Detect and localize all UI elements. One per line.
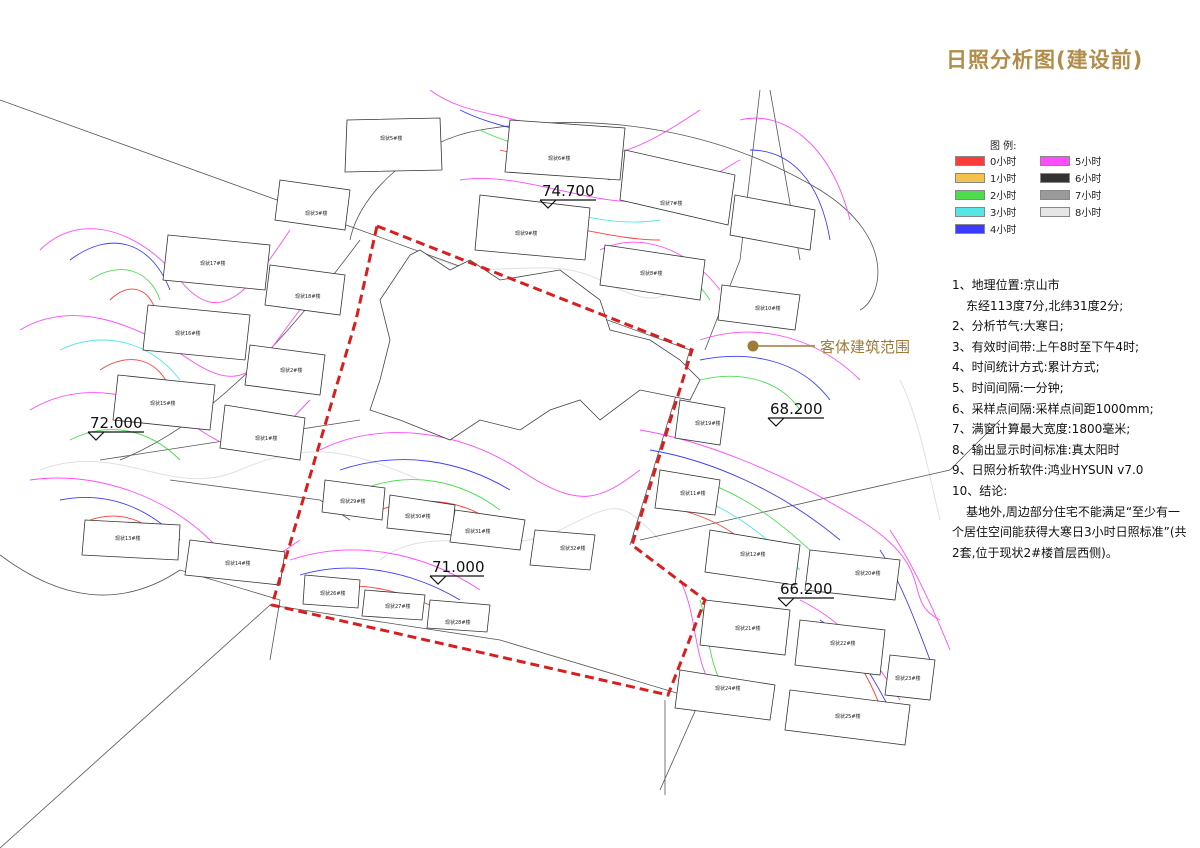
building-labels: 现状5#楼 现状6#楼 现状7#楼 现状8#楼 现状9#楼 现状10#楼 现状3… (115, 135, 921, 720)
legend-item-0h: 0小时 (955, 153, 1016, 168)
bldg-label-29: 现状29#楼 (340, 498, 366, 505)
legend-item-3h: 3小时 (955, 204, 1016, 219)
site-area (369, 249, 701, 441)
bldg-label-2: 现状2#楼 (280, 367, 302, 374)
elevation-label: 66.200 (780, 580, 833, 598)
bldg-label-31: 现状31#楼 (465, 528, 491, 535)
bldg-label-13: 现状13#楼 (115, 535, 141, 542)
legend-swatch (1040, 206, 1070, 217)
elevation-label: 68.200 (770, 400, 823, 418)
legend-item-1h: 1小时 (955, 170, 1016, 185)
legend-item-4h: 4小时 (955, 221, 1016, 236)
bldg-label-20: 现状20#楼 (855, 570, 881, 577)
bldg-label-22: 现状22#楼 (830, 640, 856, 647)
callout-dot (747, 340, 759, 352)
note-conclusion-heading: 10、结论: (952, 483, 1008, 498)
legend-label: 2小时 (990, 191, 1017, 202)
bldg-label-25: 现状25#楼 (835, 713, 861, 720)
legend-swatch (1040, 172, 1070, 183)
legend-label: 5小时 (1075, 157, 1102, 168)
note-sampling: 6、采样点间隔:采样点间距1000mm; (952, 401, 1154, 416)
bldg-label-9: 现状9#楼 (515, 230, 537, 237)
bldg-label-32: 现状32#楼 (560, 545, 586, 552)
bldg-label-3: 现状3#楼 (305, 210, 327, 217)
legend-label: 8小时 (1075, 208, 1102, 219)
note-interval: 5、时间间隔:一分钟; (952, 380, 1064, 395)
note-time-band: 3、有效时间带:上午8时至下午4时; (952, 339, 1139, 354)
bldg-label-14: 现状14#楼 (225, 560, 251, 567)
legend-item-2h: 2小时 (955, 187, 1016, 202)
note-conclusion-text: 基地外,周边部分住宅不能满足“至少有一个居住空间能获得大寒日3小时日照标准”(共… (952, 504, 1187, 560)
buildings (81, 117, 936, 746)
bldg-label-19: 现状19#楼 (695, 420, 721, 427)
bldg-label-16: 现状16#楼 (175, 330, 201, 337)
callout-label: 客体建筑范围 (820, 338, 911, 356)
bldg-label-30: 现状30#楼 (405, 513, 431, 520)
legend-swatch (1040, 189, 1070, 200)
bldg-label-6: 现状6#楼 (548, 155, 570, 162)
bldg-label-12: 现状12#楼 (740, 551, 766, 558)
elevation-label: 71.000 (432, 558, 485, 576)
legend-label: 4小时 (990, 225, 1017, 236)
note-time-standard: 8、输出显示时间标准:真太阳时 (952, 442, 1120, 457)
bldg-label-23: 现状23#楼 (895, 675, 921, 682)
legend-title: 图 例: (990, 141, 1017, 152)
legend-item-8h: 8小时 (1040, 204, 1101, 219)
legend-label: 0小时 (990, 157, 1017, 168)
legend-item-6h: 6小时 (1040, 170, 1101, 185)
note-stat-method: 4、时间统计方式:累计方式; (952, 360, 1100, 375)
legend-label: 7小时 (1075, 191, 1102, 202)
legend-label: 3小时 (990, 208, 1017, 219)
legend-swatch (1040, 155, 1070, 166)
legend-swatch (955, 189, 985, 200)
bldg-label-28: 现状28#楼 (445, 619, 471, 626)
elevation-label: 72.000 (90, 414, 143, 432)
bldg-label-1: 现状1#楼 (255, 435, 277, 442)
elevation-label: 74.700 (542, 182, 595, 200)
elevation-markers (87, 199, 834, 607)
bldg-label-24: 现状24#楼 (715, 685, 741, 692)
bldg-label-15: 现状15#楼 (150, 400, 176, 407)
legend-item-7h: 7小时 (1040, 187, 1101, 202)
note-location: 1、地理位置:京山市 (952, 278, 1060, 292)
project-boundary (270, 223, 707, 697)
legend-swatch (955, 223, 985, 234)
analysis-notes: 1、地理位置:京山市 东经113度7分,北纬31度2分; 2、分析节气:大寒日;… (952, 275, 1192, 563)
legend-swatch (955, 155, 985, 166)
bldg-label-17: 现状17#楼 (200, 260, 226, 267)
bldg-label-8: 现状8#楼 (640, 270, 662, 277)
bldg-label-10: 现状10#楼 (755, 305, 781, 312)
bldg-label-7: 现状7#楼 (660, 200, 682, 207)
legend-swatch (955, 206, 985, 217)
bldg-label-5: 现状5#楼 (380, 135, 402, 142)
bldg-label-27: 现状27#楼 (385, 603, 411, 610)
bldg-label-21: 现状21#楼 (735, 625, 761, 632)
note-software: 9、日照分析软件:鸿业HYSUN v7.0 (952, 463, 1144, 478)
note-window-width: 7、满窗计算最大宽度:1800毫米; (952, 422, 1131, 437)
bldg-label-26: 现状26#楼 (320, 590, 346, 597)
legend-label: 1小时 (990, 174, 1017, 185)
bldg-label-11: 现状11#楼 (680, 490, 706, 497)
legend-item-5h: 5小时 (1040, 153, 1101, 168)
note-coordinates: 东经113度7分,北纬31度2分; (966, 298, 1124, 313)
bldg-label-18: 现状18#楼 (295, 293, 321, 300)
legend-swatch (955, 172, 985, 183)
note-solar-term: 2、分析节气:大寒日; (952, 319, 1064, 334)
legend-label: 6小时 (1075, 174, 1102, 185)
page-title: 日照分析图(建设前) (946, 48, 1144, 72)
